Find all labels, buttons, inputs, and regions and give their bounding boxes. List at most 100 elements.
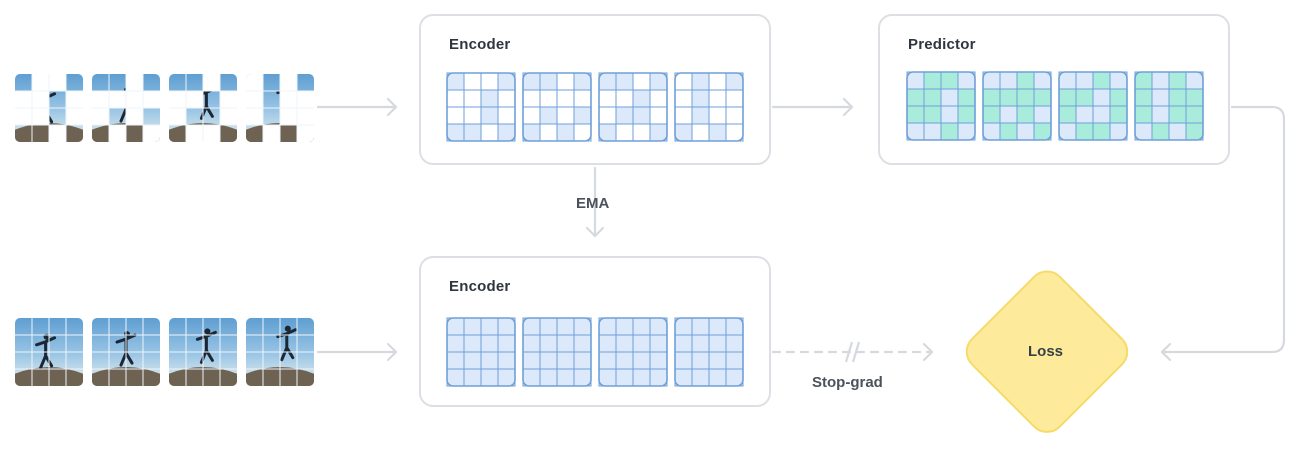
masked-patch	[220, 108, 237, 125]
video-frame	[15, 318, 83, 386]
token-cell	[615, 123, 634, 142]
masked-patch	[109, 91, 126, 108]
token-cell	[463, 89, 482, 108]
token-cell	[1016, 122, 1035, 141]
token-cell	[1092, 105, 1111, 124]
token-grid	[598, 72, 668, 142]
token-grid-border	[674, 72, 744, 142]
token-cell	[674, 89, 693, 108]
masked-patch	[32, 74, 49, 91]
arrow-head	[1160, 342, 1172, 362]
token-cell	[463, 368, 482, 387]
token-cell	[999, 122, 1018, 141]
token-cell	[1058, 105, 1077, 124]
masked-patch	[220, 91, 237, 108]
token-cell	[923, 105, 942, 124]
token-grid	[674, 317, 744, 387]
masked-patch	[109, 125, 126, 142]
token-cell	[649, 317, 668, 336]
token-cell	[906, 122, 925, 141]
token-cell	[1075, 71, 1094, 90]
loss-shape	[965, 270, 1129, 433]
token-cell	[598, 72, 617, 91]
token-cell	[923, 122, 942, 141]
stop-grad-mark	[844, 341, 854, 363]
token-cell	[1151, 122, 1170, 141]
arrow-head	[842, 97, 854, 117]
token-cell	[573, 106, 592, 125]
token-cell	[615, 89, 634, 108]
arrow-head	[922, 342, 934, 362]
token-cell	[691, 317, 710, 336]
token-grid-border	[906, 71, 976, 141]
token-cell	[1033, 88, 1052, 107]
token-cell	[674, 351, 693, 370]
token-cell	[1134, 88, 1153, 107]
token-cell	[556, 317, 575, 336]
token-cell	[674, 334, 693, 353]
token-cell	[480, 351, 499, 370]
masked-patch	[92, 91, 109, 108]
token-cell	[1033, 122, 1052, 141]
token-cell	[615, 334, 634, 353]
token-cell	[598, 89, 617, 108]
token-cell	[556, 123, 575, 142]
token-grid	[598, 317, 668, 387]
token-cell	[982, 88, 1001, 107]
token-cell	[573, 123, 592, 142]
token-cell	[725, 123, 744, 142]
token-grid-border	[598, 72, 668, 142]
full-video-frames	[15, 318, 314, 386]
token-cell	[906, 105, 925, 124]
token-cell	[539, 106, 558, 125]
token-cell	[497, 368, 516, 387]
token-cell	[446, 89, 465, 108]
token-grid-border	[446, 72, 516, 142]
loss-label: Loss	[1028, 343, 1064, 360]
token-grid-border	[598, 317, 668, 387]
token-cell	[573, 89, 592, 108]
token-cell	[446, 317, 465, 336]
token-cell	[1033, 71, 1052, 90]
video-frame	[246, 74, 314, 142]
token-cell	[1151, 71, 1170, 90]
token-cell	[649, 72, 668, 91]
token-cell	[632, 106, 651, 125]
masked-patch	[15, 108, 32, 125]
masked-patch	[280, 74, 297, 91]
token-cell	[708, 72, 727, 91]
token-cell	[446, 106, 465, 125]
predictor-title: Predictor	[908, 36, 976, 53]
token-cell	[982, 71, 1001, 90]
token-cell	[691, 334, 710, 353]
token-cell	[522, 106, 541, 125]
masked-patch	[143, 91, 160, 108]
token-cell	[708, 106, 727, 125]
token-cell	[725, 351, 744, 370]
token-cell	[940, 88, 959, 107]
token-cell	[725, 334, 744, 353]
token-cell	[463, 72, 482, 91]
token-cell	[1109, 88, 1128, 107]
token-cell	[957, 71, 976, 90]
token-cell	[708, 368, 727, 387]
token-cell	[480, 123, 499, 142]
token-cell	[1092, 88, 1111, 107]
token-cell	[940, 71, 959, 90]
token-cell	[573, 317, 592, 336]
token-cell	[556, 106, 575, 125]
token-cell	[1092, 71, 1111, 90]
token-cell	[999, 88, 1018, 107]
token-cell	[1016, 105, 1035, 124]
token-cell	[632, 351, 651, 370]
token-cell	[1033, 105, 1052, 124]
masked-patch	[126, 91, 143, 108]
token-cell	[539, 72, 558, 91]
masked-patch	[92, 108, 109, 125]
skater-figure	[276, 328, 298, 362]
token-cell	[446, 72, 465, 91]
token-cell	[674, 123, 693, 142]
token-cell	[497, 123, 516, 142]
token-cell	[446, 334, 465, 353]
